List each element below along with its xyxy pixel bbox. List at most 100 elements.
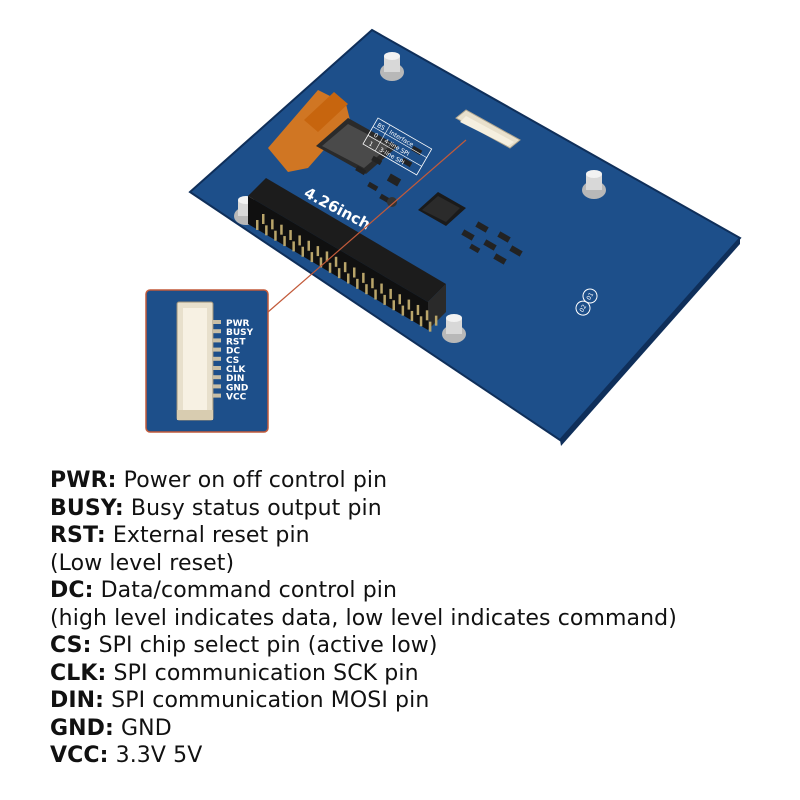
pin-name: CLK: [50, 660, 107, 686]
header-pin [371, 278, 374, 289]
header-pin [347, 273, 350, 284]
pin-desc-text: External reset pin [112, 523, 310, 548]
mounting-standoff [442, 314, 466, 343]
header-pin [407, 299, 411, 310]
pin-header [248, 178, 446, 330]
header-pin [292, 241, 295, 252]
callout-leader [267, 139, 467, 313]
pin-desc-pwr: PWR: Power on off control pin [50, 467, 790, 495]
pin-name: DC: [50, 578, 94, 603]
header-pin [289, 230, 292, 241]
connector-pad [213, 320, 221, 324]
pin-name: BUSY: [50, 495, 124, 521]
pcb-board-edge [560, 238, 740, 446]
pin-desc-dc-note: (high level indicates data, low level in… [50, 605, 790, 633]
header-pin [301, 246, 304, 257]
connector-pin-label: RST [226, 337, 246, 347]
smd-components [461, 221, 523, 265]
header-pin [374, 289, 377, 300]
pin-desc-rst: RST: External reset pin [50, 522, 790, 550]
header-pin [401, 305, 405, 316]
pin-desc-cs: CS: SPI chip select pin (active low) [50, 632, 790, 660]
connector-pad [213, 356, 221, 361]
pin-desc-busy: BUSY: Busy status output pin [50, 495, 790, 523]
connector-pad [213, 384, 221, 389]
header-pin [383, 294, 386, 305]
connector-pin-label: CLK [226, 365, 246, 375]
connector-callout [145, 289, 269, 433]
header-pin [328, 262, 332, 273]
legend-cell: BS [376, 122, 386, 132]
header-pin [428, 321, 432, 332]
pin-desc-din: DIN: SPI communication MOSI pin [50, 687, 790, 715]
header-pin [337, 268, 341, 279]
pin-desc-text: 3.3V 5V [115, 743, 203, 768]
header-pin [343, 262, 347, 273]
legend-cell: 0 [372, 132, 379, 140]
pin-desc-text: Data/command control pin [100, 578, 398, 603]
header-pin [271, 219, 274, 230]
pin-desc-text: Busy status output pin [130, 495, 382, 521]
header-pin [365, 284, 368, 295]
header-pin [325, 251, 329, 262]
header-pin [283, 236, 286, 247]
connector-pin-label: VCC [226, 393, 247, 403]
pin-desc-text: Power on off control pin [123, 468, 388, 493]
board-illustration: BS Interface 0 4-line SPI 1 3-line SPI 4… [145, 28, 742, 446]
connector-pad [213, 366, 221, 370]
pin-desc-text: SPI communication MOSI pin [111, 688, 430, 713]
pin-name: CS: [50, 633, 92, 658]
header-pin [380, 283, 383, 294]
connector-pad [213, 338, 221, 343]
mounting-standoff [582, 170, 606, 199]
flex-cable-stiffener [304, 92, 348, 132]
smd-components [355, 145, 423, 207]
connector-pad [213, 329, 221, 334]
pin-desc-text: SPI chip select pin (active low) [98, 633, 438, 658]
pin-descriptions: PWR: Power on off control pin BUSY: Busy… [50, 467, 790, 770]
header-pin [298, 235, 301, 246]
header-pin [256, 220, 259, 230]
pin-desc-text: GND [121, 715, 172, 741]
header-pin [262, 214, 265, 224]
header-pin [434, 315, 438, 326]
pin-name: RST: [50, 523, 106, 548]
header-pin [416, 304, 420, 315]
pin-desc-vcc: VCC: 3.3V 5V [50, 742, 790, 770]
header-pin [265, 225, 268, 236]
header-pin [274, 230, 277, 241]
header-pin [410, 310, 414, 321]
connector-pin-label: PWR [226, 319, 250, 329]
pin-desc-text: SPI communication SCK pin [113, 660, 419, 686]
header-pin [334, 256, 338, 267]
connector-pin-label: DIN [226, 374, 244, 384]
connector-pin-label: CS [226, 356, 239, 366]
header-pin [419, 316, 423, 327]
pin-desc-text: (high level indicates data, low level in… [50, 605, 677, 631]
header-pin [319, 257, 323, 268]
pin-desc-clk: CLK: SPI communication SCK pin [50, 660, 790, 688]
header-pin [310, 252, 314, 263]
pin-name: GND: [50, 715, 114, 741]
header-pins [256, 214, 438, 332]
connector-pin-label: DC [226, 347, 240, 357]
pin-desc-gnd: GND: GND [50, 715, 790, 743]
mounting-standoff [380, 52, 404, 81]
header-pin [425, 310, 429, 321]
header-pin [398, 294, 401, 305]
pin-desc-text: (Low level reset) [50, 550, 235, 576]
pin-connector-board [455, 109, 521, 149]
header-pin [392, 300, 395, 311]
connector-pad [213, 375, 221, 380]
pcb-mark: 01 [585, 291, 595, 301]
pin-name: PWR: [50, 468, 117, 493]
connector-pad [213, 393, 221, 398]
pin-desc-rst-note: (Low level reset) [50, 550, 790, 578]
pcb-mark: 02 [578, 303, 588, 313]
header-pin [362, 272, 365, 283]
legend-cell: 1 [367, 140, 374, 148]
ic-chip [418, 192, 466, 226]
header-pin [307, 240, 310, 251]
connector-pin-label: BUSY [226, 328, 254, 338]
